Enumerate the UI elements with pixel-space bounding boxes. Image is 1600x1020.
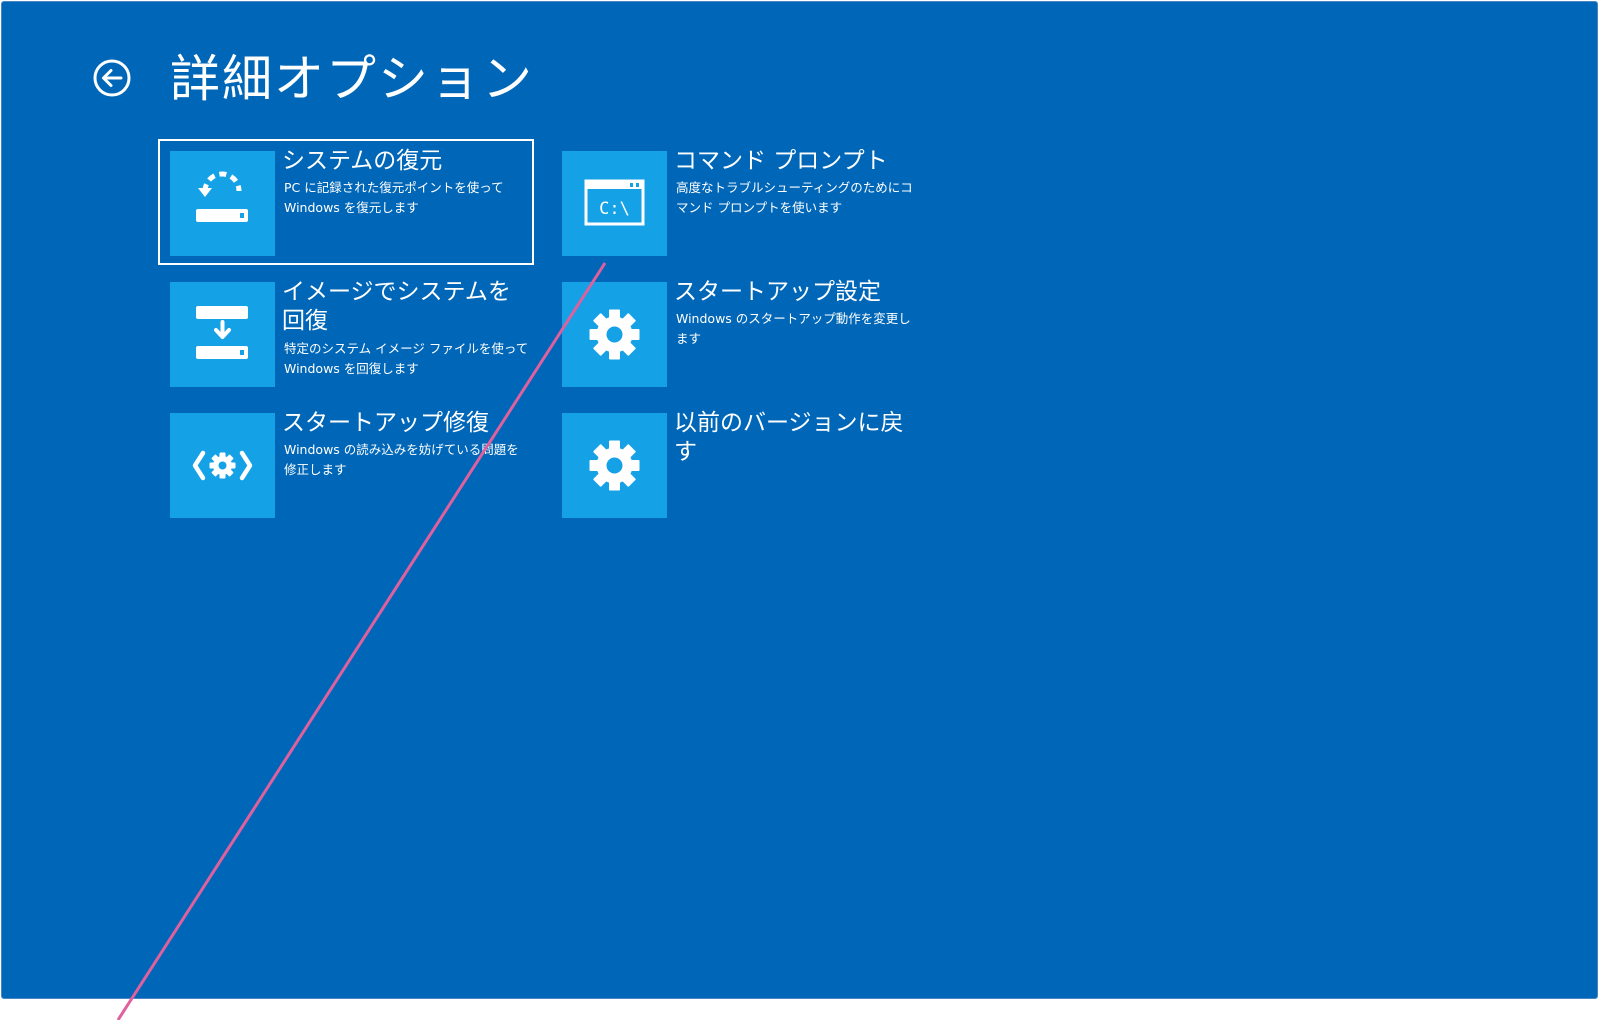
option-tile (562, 413, 667, 518)
option-title: スタートアップ修復 (282, 410, 489, 436)
option-system-image-recovery[interactable]: イメージでシステムを回復 特定のシステム イメージ ファイルを使って Windo… (158, 270, 534, 396)
option-description: PC に記録された復元ポイントを使って Windows を復元します (284, 180, 504, 215)
option-description: 特定のシステム イメージ ファイルを使って Windows を回復します (284, 341, 529, 376)
option-tile (170, 282, 275, 387)
option-description: 高度なトラブルシューティングのためにコマンド プロンプトを使います (676, 180, 913, 215)
option-title: イメージでシステムを回復 (282, 279, 511, 334)
option-startup-repair[interactable]: スタートアップ修復 Windows の読み込みを妨げている問題を修正します (158, 401, 534, 527)
option-tile (562, 282, 667, 387)
arrow-left-circle-icon (93, 59, 131, 97)
advanced-options-screen: 詳細オプション システムの復元 PC に記録された復元ポイントを使って Wind… (1, 1, 1598, 999)
option-title: スタートアップ設定 (674, 279, 881, 305)
system-image-recovery-icon (196, 306, 248, 359)
option-command-prompt[interactable]: C:\ コマンド プロンプト 高度なトラブルシューティングのためにコマンド プロ… (550, 139, 926, 265)
option-system-restore[interactable]: システムの復元 PC に記録された復元ポイントを使って Windows を復元し… (158, 139, 534, 265)
option-go-back-previous-version[interactable]: 以前のバージョンに戻す (550, 401, 926, 527)
gear-icon (589, 309, 640, 360)
option-tile (170, 413, 275, 518)
option-tile: C:\ (562, 151, 667, 256)
option-title: システムの復元 (282, 148, 443, 174)
command-prompt-icon: C:\ (584, 179, 645, 226)
option-description: Windows のスタートアップ動作を変更します (676, 311, 911, 346)
system-restore-icon (196, 171, 248, 222)
command-prompt-icon-text: C:\ (599, 199, 630, 219)
back-button[interactable] (92, 58, 132, 98)
page-title: 詳細オプション (170, 50, 534, 108)
option-title: コマンド プロンプト (674, 148, 888, 174)
gear-icon (589, 440, 640, 491)
option-startup-settings[interactable]: スタートアップ設定 Windows のスタートアップ動作を変更します (550, 270, 926, 396)
startup-repair-icon (192, 450, 253, 481)
option-description: Windows の読み込みを妨げている問題を修正します (284, 442, 519, 477)
option-title: 以前のバージョンに戻す (674, 410, 904, 465)
option-tile (170, 151, 275, 256)
